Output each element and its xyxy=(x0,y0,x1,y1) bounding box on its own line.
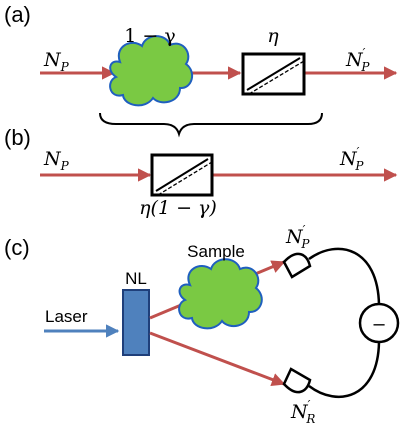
output-photon-number-b: N′P xyxy=(339,145,364,173)
beam-splitter-a xyxy=(241,52,306,96)
panel-a-label: (a) xyxy=(4,2,31,27)
crystal-label: NL xyxy=(125,269,147,288)
panel-a: (a) NP N′P 1 − γ η xyxy=(4,2,398,138)
laser-label: Laser xyxy=(45,307,88,326)
splitter-label-b: η(1 − γ) xyxy=(139,197,217,219)
panel-c: (c) Laser NL Sample N′P N′R – xyxy=(4,223,400,426)
sample-label: Sample xyxy=(187,242,245,261)
nonlinear-crystal xyxy=(122,289,150,356)
panel-b: (b) NP N′P η(1 − γ) xyxy=(4,125,398,219)
sample-cloud-c xyxy=(178,258,263,330)
input-photon-number-a: NP xyxy=(43,49,70,74)
equivalence-brace xyxy=(99,112,323,138)
beam-splitter-b xyxy=(150,153,214,197)
reference-wire xyxy=(308,341,381,399)
input-photon-number-b: NP xyxy=(43,148,70,173)
probe-detector xyxy=(282,252,312,279)
probe-wire xyxy=(308,247,381,306)
subtractor-symbol: – xyxy=(373,313,385,335)
reference-beam xyxy=(149,331,286,386)
panel-c-label: (c) xyxy=(4,235,30,260)
reference-photon-number: N′R xyxy=(290,398,315,426)
splitter-label-a: η xyxy=(267,25,279,47)
output-photon-number-a: N′P xyxy=(345,46,370,74)
loss-label-a: 1 − γ xyxy=(124,25,175,47)
subtractor: – xyxy=(358,302,400,344)
sample-cloud-a xyxy=(109,35,194,107)
panel-b-label: (b) xyxy=(4,125,31,150)
probe-photon-number: N′P xyxy=(285,223,310,251)
reference-detector xyxy=(282,367,312,394)
